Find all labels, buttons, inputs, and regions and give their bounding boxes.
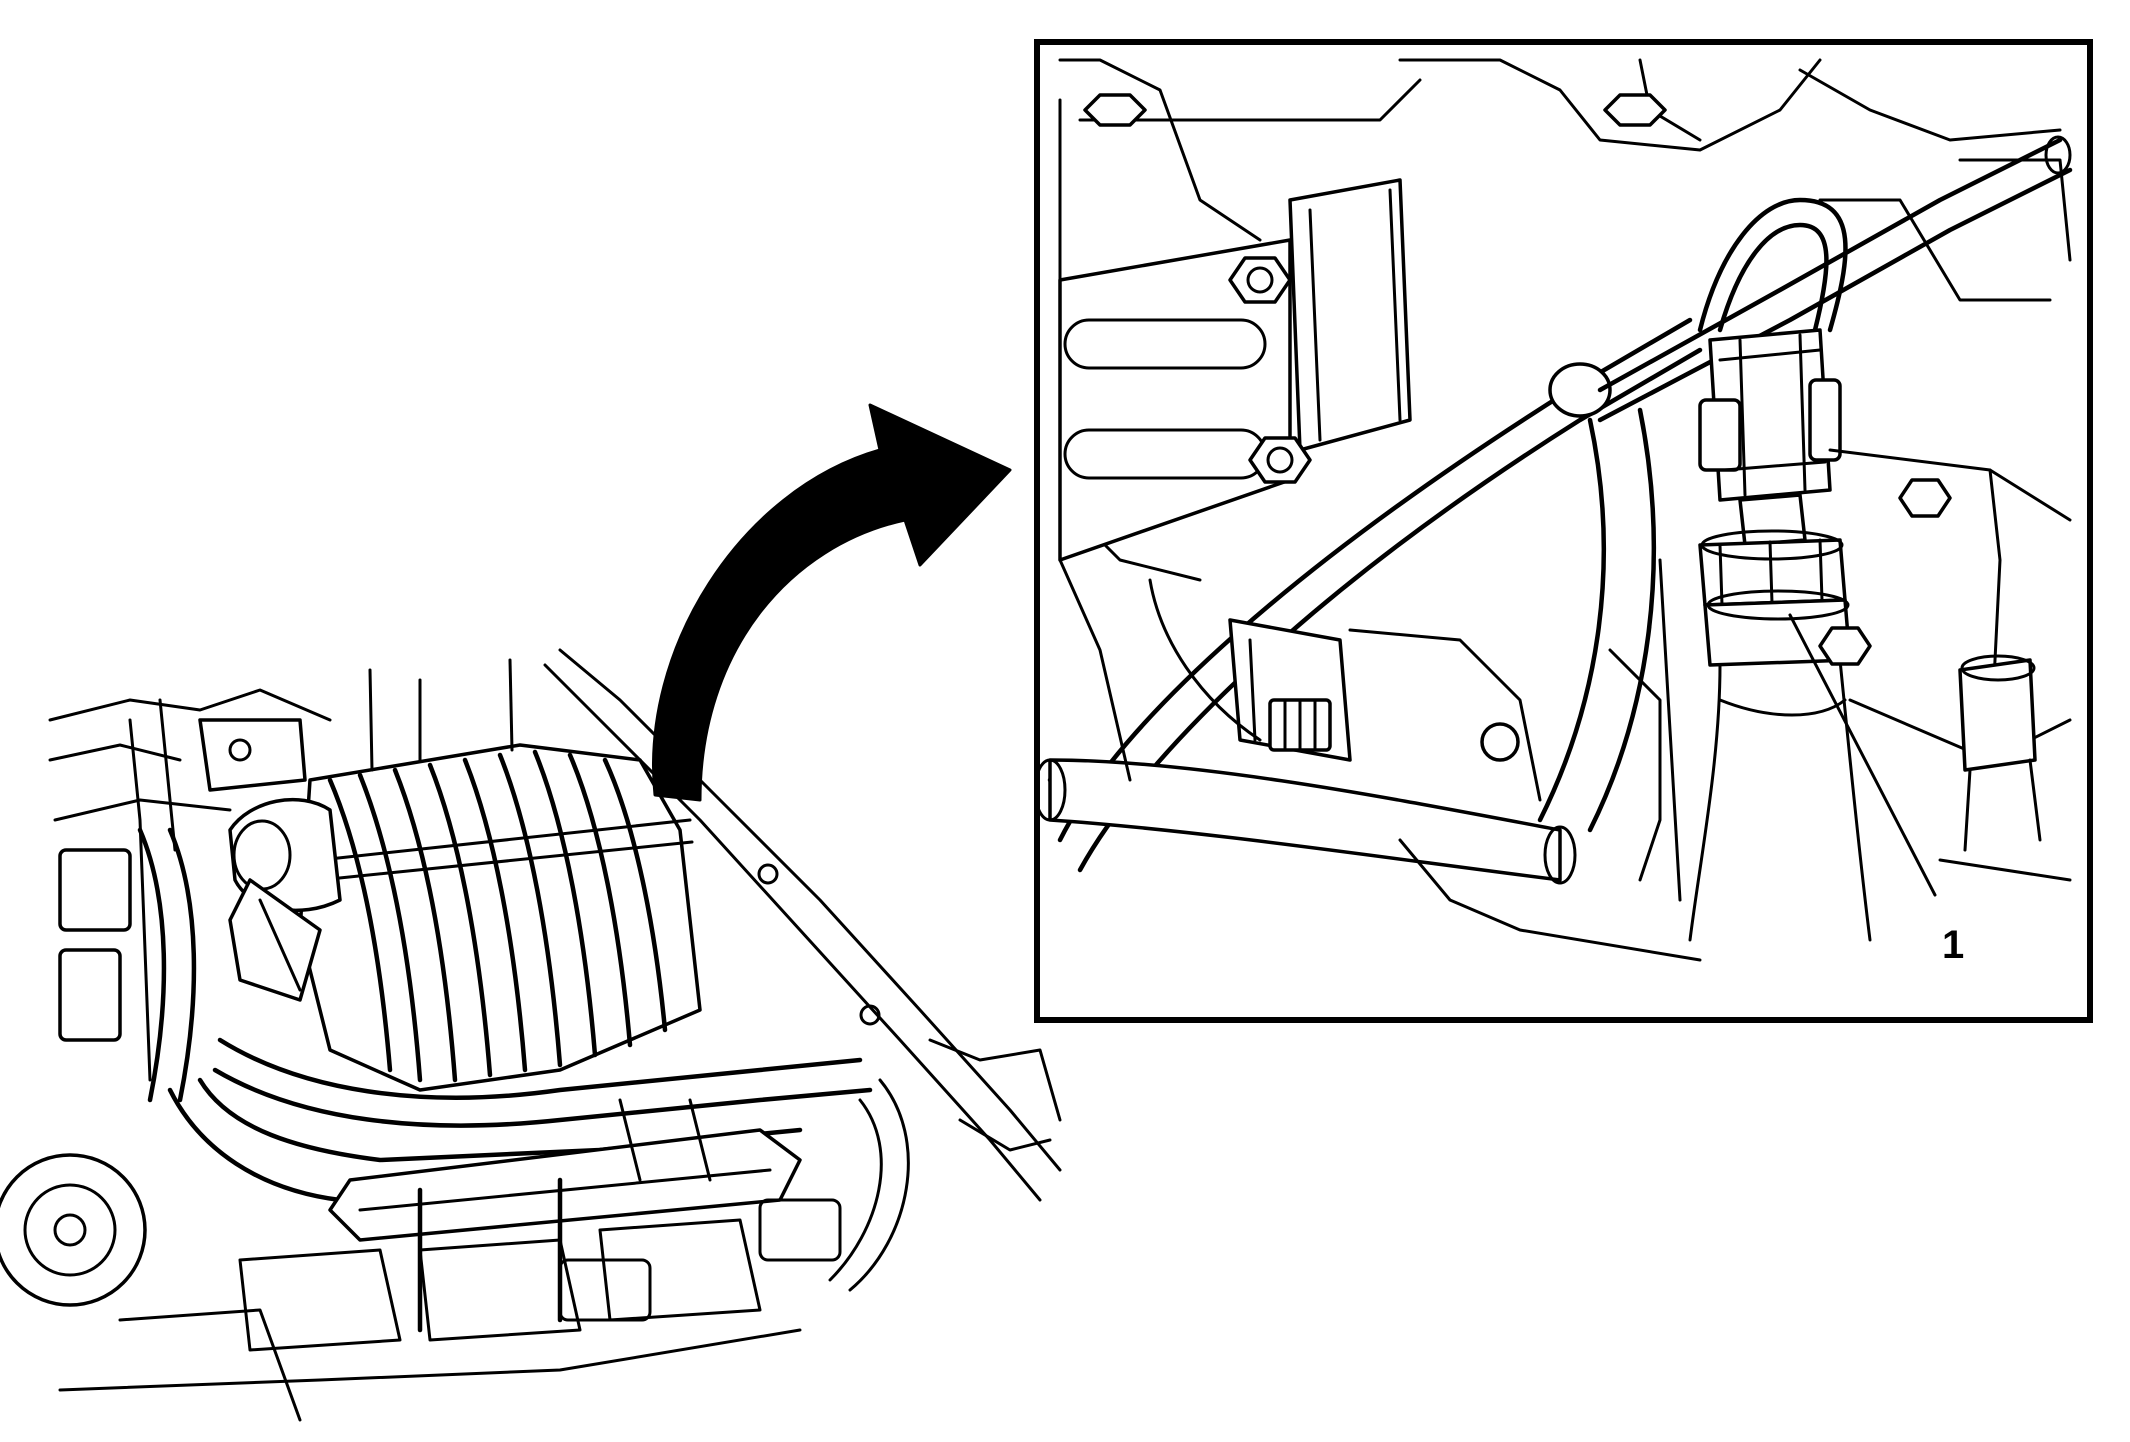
callout-1: 1: [1788, 613, 1964, 967]
bolt-icon: [1898, 478, 1952, 518]
bolt-icon: [1228, 256, 1292, 304]
bolt-icon: [1083, 93, 1147, 127]
oil-pressure-sensor: [1688, 493, 1872, 942]
callout-leader: [1788, 613, 1937, 897]
harness-connector: [1228, 618, 1352, 762]
bolt-icon: [1603, 93, 1667, 127]
inset-frame: [1034, 39, 2093, 1023]
bolt-icon: [1248, 436, 1312, 484]
bolt-icon: [1818, 626, 1872, 666]
zoom-arrow: [652, 403, 1012, 802]
detail-inset: [1034, 39, 2093, 1023]
engine-overview-illustration: [0, 648, 1062, 1422]
callout-label: 1: [1942, 923, 1964, 967]
sensor-connector: [1698, 328, 1842, 502]
